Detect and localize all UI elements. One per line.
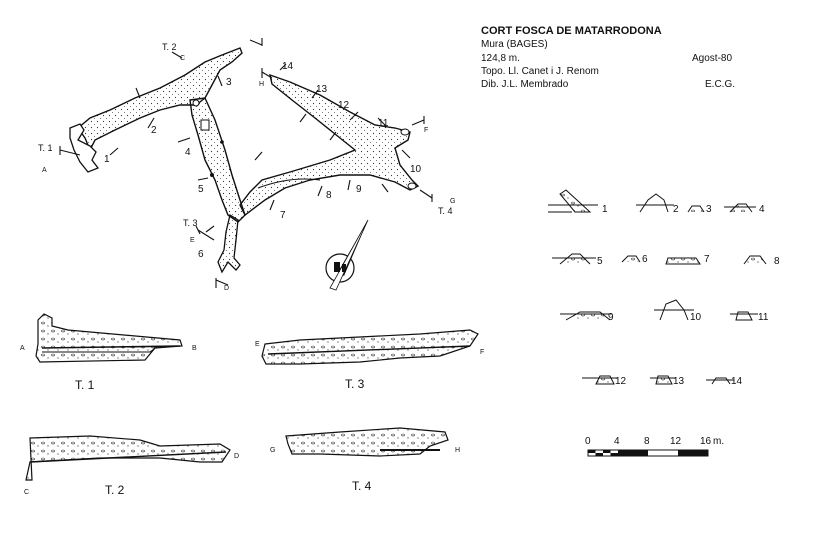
scale-tick-0: 0: [585, 436, 591, 447]
cross-section-5: [552, 253, 596, 265]
profile-t1-label: T. 1: [75, 378, 95, 392]
cross-label-2: 2: [673, 204, 679, 215]
survey-location: Mura (BAGES): [481, 39, 548, 50]
scale-tick-12: 12: [670, 436, 682, 447]
profile-t2-right: D: [234, 453, 239, 460]
scale-tick-4: 4: [614, 436, 620, 447]
plan-station-9: 9: [356, 184, 362, 195]
profile-t2: C D T. 2: [24, 435, 239, 497]
survey-draftsman: Dib. J.L. Membrado: [481, 79, 569, 90]
cross-section-14: [706, 377, 734, 385]
plan-section-t4: T. 4: [438, 206, 453, 216]
plan-section-t2: T. 2: [162, 42, 177, 52]
scale-tick-16: 16: [700, 436, 712, 447]
cross-section-12: [582, 375, 618, 385]
plan-ne-passage: [239, 73, 420, 217]
cross-label-1: 1: [602, 204, 608, 215]
cross-section-7: [665, 257, 701, 265]
profile-t4-right: H: [455, 447, 460, 454]
scale-tick-8: 8: [644, 436, 650, 447]
plan-station-8: 8: [326, 190, 332, 201]
north-arrow-icon: [325, 219, 369, 291]
cross-label-13: 13: [673, 376, 685, 387]
profile-t1-right: B: [192, 345, 197, 352]
cross-label-12: 12: [615, 376, 627, 387]
plan-station-6: 6: [198, 249, 204, 260]
survey-date: Agost-80: [692, 53, 733, 64]
cross-label-10: 10: [690, 312, 702, 323]
profile-t4-label: T. 4: [352, 479, 372, 493]
plan-letter-h: H: [259, 81, 264, 88]
cross-label-6: 6: [642, 254, 648, 265]
profile-t2-label: T. 2: [105, 483, 125, 497]
profile-t4: G H T. 4: [270, 427, 460, 493]
cross-sections: [548, 189, 767, 385]
plan-station-14: 14: [282, 61, 294, 72]
cross-section-6: [621, 255, 641, 263]
cross-section-11: [730, 311, 758, 321]
plan-section-t3: T. 3: [183, 218, 198, 228]
profile-t4-left: G: [270, 447, 275, 454]
scale-unit: m.: [713, 436, 724, 447]
plan-station-4: 4: [185, 147, 191, 158]
plan-station-1: 1: [104, 154, 110, 165]
plan-station-2: 2: [151, 125, 157, 136]
cross-label-14: 14: [731, 376, 743, 387]
cross-section-3: [687, 205, 705, 213]
plan-station-13: 13: [316, 84, 328, 95]
profile-t1: A B T. 1: [20, 313, 197, 392]
cross-label-3: 3: [706, 204, 712, 215]
survey-topographers: Topo. Ll. Canet i J. Renom: [481, 66, 599, 77]
plan-entrance: [69, 123, 100, 173]
profile-t1-left: A: [20, 345, 25, 352]
cross-section-2: [636, 193, 674, 213]
cross-section-10: [654, 299, 694, 321]
plan-inner-ledge: [257, 178, 321, 189]
plan-station-10: 10: [410, 164, 422, 175]
profile-t3: E F T. 3: [255, 329, 484, 391]
cross-section-9: [560, 311, 612, 321]
survey-title: CORT FOSCA DE MATARRODONA: [481, 25, 662, 37]
plan-letter-d: D: [224, 285, 229, 292]
survey-club: E.C.G.: [705, 79, 736, 90]
plan-letter-f: F: [424, 127, 428, 134]
plan-letter-c: C: [180, 55, 185, 62]
plan-letter-g: G: [450, 198, 455, 205]
profile-t3-left: E: [255, 341, 260, 348]
plan-station-7: 7: [280, 210, 286, 221]
plan-station-12: 12: [338, 100, 350, 111]
profile-t3-label: T. 3: [345, 377, 365, 391]
cross-section-13: [650, 375, 676, 385]
plan-station-3: 3: [226, 77, 232, 88]
cross-label-5: 5: [597, 256, 603, 267]
plan-letter-a: A: [42, 167, 47, 174]
scale-bar: 0 4 8 12 16 m.: [585, 436, 724, 457]
cross-label-4: 4: [759, 204, 765, 215]
cross-label-7: 7: [704, 254, 710, 265]
cross-label-11: 11: [758, 312, 769, 323]
plan-section-t1: T. 1: [38, 143, 53, 153]
cross-section-8: [743, 255, 767, 265]
cross-section-4: [724, 203, 756, 213]
plan-upper-passage: [77, 47, 243, 152]
cross-label-9: 9: [608, 312, 614, 323]
profile-t3-right: F: [480, 349, 484, 356]
cave-plan: 1 2 3 4 5 6 7 8 9 10 11 12 13 14 T. 1 A …: [38, 38, 455, 292]
plan-letter-e: E: [190, 237, 195, 244]
plan-main-gallery: [189, 97, 246, 223]
survey-length: 124,8 m.: [481, 53, 520, 64]
plan-lower-branch: [217, 213, 241, 274]
plan-station-5: 5: [198, 184, 204, 195]
plan-station-11: 11: [378, 118, 389, 129]
profile-t2-left: C: [24, 489, 29, 496]
cross-section-1: [548, 189, 598, 213]
cross-label-8: 8: [774, 256, 780, 267]
